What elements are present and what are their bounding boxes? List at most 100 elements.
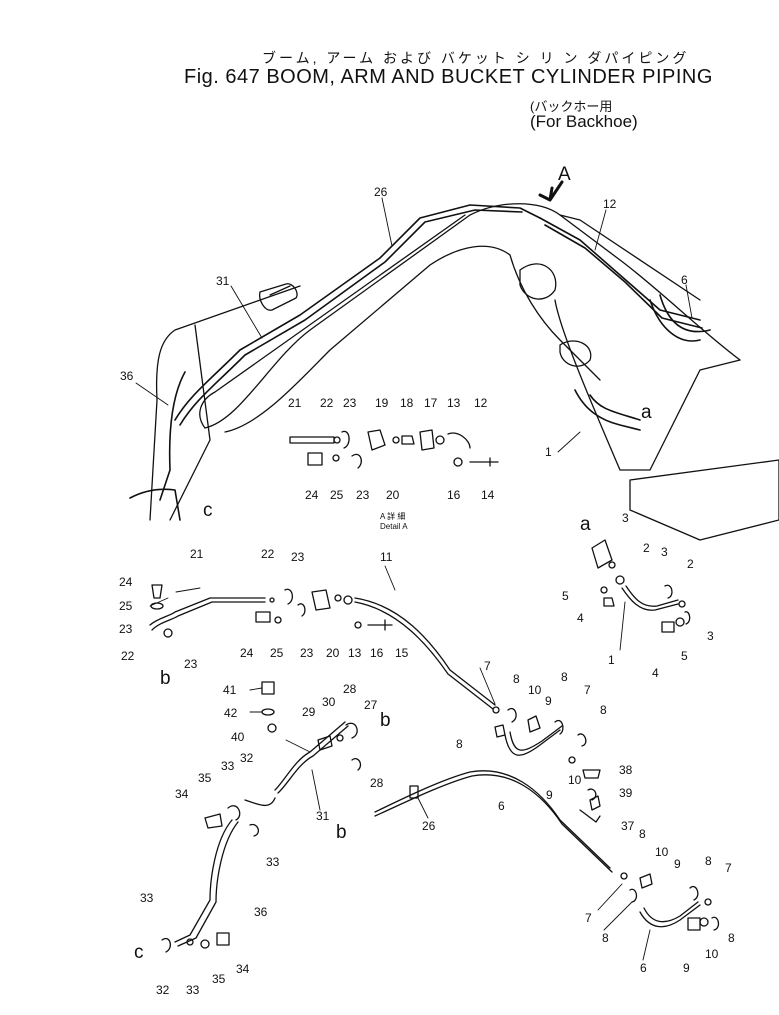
part-number: 6 (640, 961, 647, 975)
boom-piping (129, 204, 711, 521)
letter-a-upper: A (558, 164, 571, 185)
part-number: 23 (356, 488, 370, 502)
part-number: 31 (316, 809, 330, 823)
part-number: 19 (375, 396, 389, 410)
part-number: 20 (326, 646, 340, 660)
part-number: 7 (585, 911, 592, 925)
part-number: 8 (561, 670, 568, 684)
part-number: 40 (231, 730, 245, 744)
part-number: 23 (184, 657, 198, 671)
subtitle-backhoe: (For Backhoe) (530, 112, 638, 131)
detail-a-english: Detail A (380, 522, 408, 531)
bottom-right-parts (620, 872, 720, 931)
letter-b-left: b (160, 668, 171, 689)
part-number: 3 (707, 629, 714, 643)
part-number: 23 (300, 646, 314, 660)
part-number: 5 (562, 589, 569, 603)
part-number: 10 (568, 773, 582, 787)
part-number: 23 (119, 622, 133, 636)
detail-a-japanese: A 詳 細 (380, 512, 406, 521)
part-number: 8 (639, 827, 646, 841)
part-number: 25 (330, 488, 344, 502)
part-number: 2 (643, 541, 650, 555)
part-number: 42 (224, 706, 238, 720)
part-number: 24 (240, 646, 254, 660)
part-numbers-arm-group: 41 42 40 29 30 28 27 28 31 32 33 35 34 3… (140, 682, 384, 997)
part-number: 31 (216, 274, 230, 288)
part-number: 23 (343, 396, 357, 410)
part-numbers-right-group: 3 2 3 2 5 4 3 1 4 5 (562, 511, 714, 680)
left-group-parts (149, 584, 496, 710)
part-number: 5 (681, 649, 688, 663)
boom-outline (149, 203, 779, 541)
part-number: 10 (705, 947, 719, 961)
part-number: 7 (584, 683, 591, 697)
part-number: 3 (622, 511, 629, 525)
part-number: 33 (186, 983, 200, 997)
part-number: 16 (370, 646, 384, 660)
letter-a-lower: a (641, 402, 652, 423)
leader-lines (135, 197, 693, 961)
part-number: 26 (422, 819, 436, 833)
arrow-a (538, 180, 564, 202)
part-number: 8 (456, 737, 463, 751)
part-numbers-hose-group: 7 8 10 9 8 7 8 8 9 6 10 38 39 37 26 (422, 659, 635, 833)
part-number: 12 (474, 396, 488, 410)
part-number: 32 (240, 751, 254, 765)
part-number: 4 (577, 611, 584, 625)
part-number: 10 (528, 683, 542, 697)
part-numbers-bottom-right: 8 10 9 8 7 7 8 6 9 10 8 (585, 827, 735, 975)
part-number: 3 (661, 545, 668, 559)
part-number: 21 (288, 396, 302, 410)
detail-a-parts (289, 429, 499, 469)
part-number: 8 (728, 931, 735, 945)
part-number: 22 (121, 649, 135, 663)
part-number: 6 (681, 273, 688, 287)
part-number: 14 (481, 488, 495, 502)
part-number: 18 (400, 396, 414, 410)
part-number: 7 (725, 861, 732, 875)
part-number: 21 (190, 547, 204, 561)
part-number: 25 (119, 599, 133, 613)
part-number: 9 (683, 961, 690, 975)
part-number: 15 (395, 646, 409, 660)
arm-group-parts (161, 681, 362, 953)
part-number: 33 (221, 759, 235, 773)
part-number: 1 (545, 445, 552, 459)
part-number: 32 (156, 983, 170, 997)
hose-group-parts (374, 706, 613, 873)
part-number: 41 (223, 683, 237, 697)
detail-a-caption: A 詳 細 Detail A (380, 512, 408, 532)
part-number: 20 (386, 488, 400, 502)
letter-a-detail: a (580, 514, 591, 535)
part-number: 16 (447, 488, 461, 502)
part-number: 8 (602, 931, 609, 945)
part-number: 39 (619, 786, 633, 800)
part-number: 24 (119, 575, 133, 589)
right-group-parts (591, 539, 691, 633)
part-number: 12 (603, 197, 617, 211)
part-number: 2 (687, 557, 694, 571)
part-number: 30 (322, 695, 336, 709)
part-number: 37 (621, 819, 635, 833)
japanese-title: ブーム, アーム および バケット シ リ ン ダパイピング (262, 50, 690, 66)
part-number: 36 (254, 905, 268, 919)
part-number: 8 (513, 672, 520, 686)
part-number: 24 (305, 488, 319, 502)
subtitle-japanese: (バックホー用 (530, 99, 613, 114)
part-number: 33 (140, 891, 154, 905)
part-number: 8 (705, 854, 712, 868)
part-number: 22 (261, 547, 275, 561)
part-numbers-boom-view: 26 12 6 31 36 1 21 22 23 19 18 17 13 12 … (120, 185, 688, 502)
part-number: 23 (291, 550, 305, 564)
letter-b-hose: b (336, 822, 347, 843)
part-number: 35 (198, 771, 212, 785)
figure-title: Fig. 647 BOOM, ARM AND BUCKET CYLINDER P… (184, 66, 713, 88)
part-number: 13 (447, 396, 461, 410)
part-number: 34 (236, 962, 250, 976)
part-number: 8 (600, 703, 607, 717)
part-number: 28 (370, 776, 384, 790)
letter-c-bottom: c (134, 942, 144, 963)
part-number: 13 (348, 646, 362, 660)
